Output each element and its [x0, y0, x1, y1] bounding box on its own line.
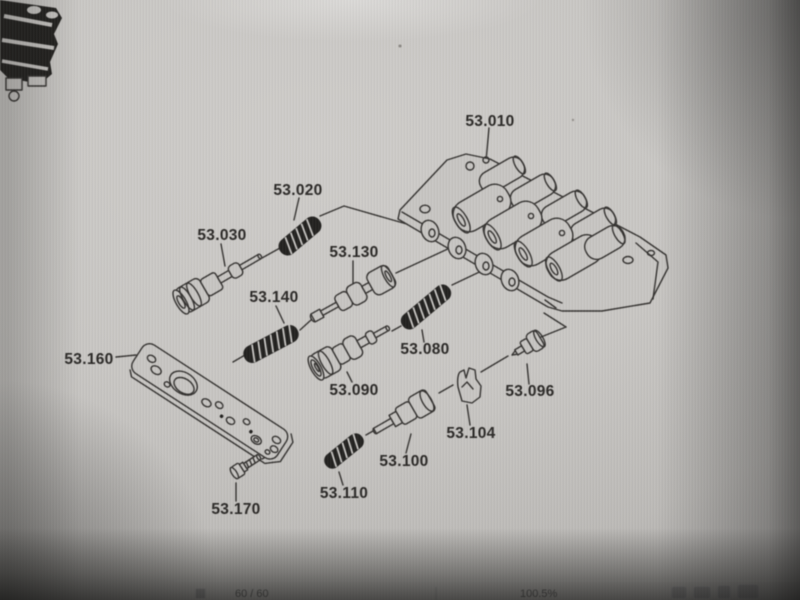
screen-scanlines [0, 0, 800, 600]
photographed-screen: 53.010 53.020 53.030 53.130 53.140 53.16… [0, 0, 800, 600]
